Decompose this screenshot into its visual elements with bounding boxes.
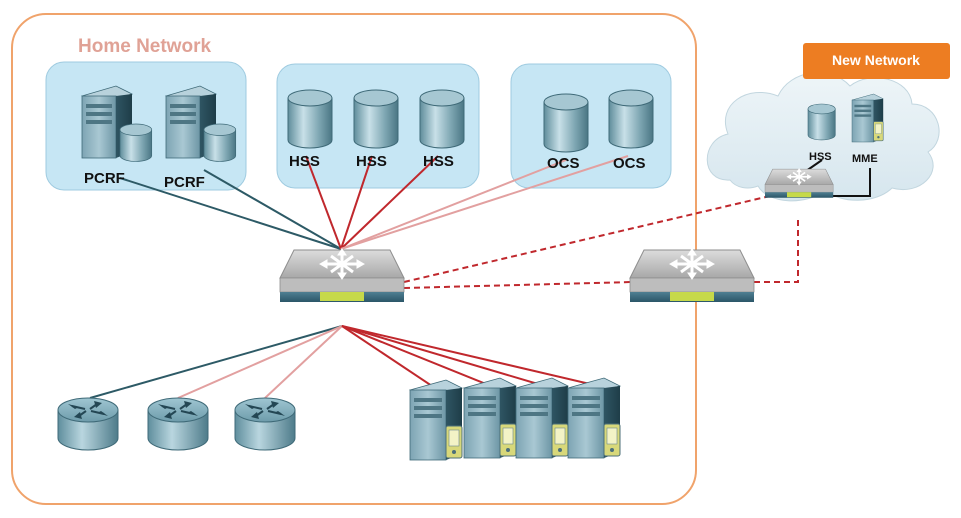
server-icon-1 <box>409 379 463 461</box>
hss-database-icon-2 <box>353 89 399 149</box>
core-switch-icon <box>278 247 406 304</box>
link-router-1 <box>89 325 343 399</box>
link-dashed-edge-to-cloud-switch <box>754 216 799 283</box>
link-ocs-1 <box>340 159 567 250</box>
new-network-hss-icon <box>807 103 836 141</box>
home-network-title: Home Network <box>78 36 211 57</box>
new-network-mme-label: MME <box>852 153 878 165</box>
link-router-2 <box>177 325 343 399</box>
hss-database-icon-3 <box>419 89 465 149</box>
new-network-tag <box>803 43 950 79</box>
new-network-mme-icon <box>851 93 884 143</box>
router-icon-2 <box>147 397 209 451</box>
link-cloud-mme <box>832 168 871 197</box>
pcrf-label-2: PCRF <box>164 174 205 191</box>
link-server-2 <box>341 325 487 385</box>
link-server-4 <box>341 325 591 385</box>
connection-lines <box>89 155 871 399</box>
hss-label-3: HSS <box>423 153 454 170</box>
hss-database-icon-1 <box>287 89 333 149</box>
edge-switch-icon <box>628 247 756 304</box>
link-pcrf-2 <box>203 169 342 250</box>
router-icon-1 <box>57 397 119 451</box>
cloud-switch-icon <box>764 167 835 199</box>
link-router-3 <box>264 325 343 399</box>
new-network-hss-label: HSS <box>809 151 832 163</box>
hss-label-1: HSS <box>289 153 320 170</box>
link-server-3 <box>341 325 539 385</box>
ocs-database-icon-2 <box>608 89 654 149</box>
link-pcrf-1 <box>119 177 342 250</box>
server-icon-3 <box>515 377 569 459</box>
link-ocs-2 <box>340 155 629 250</box>
link-hss-2 <box>340 155 373 250</box>
link-dashed-core-to-cloud-switch <box>403 195 771 283</box>
link-hss-3 <box>340 155 439 250</box>
link-hss-1 <box>305 155 342 250</box>
link-dashed-core-to-edge-switch <box>403 281 633 289</box>
new-network-title: New Network <box>832 52 920 68</box>
server-icon-4 <box>567 377 621 459</box>
ocs-label-1: OCS <box>547 155 580 172</box>
pcrf-label-1: PCRF <box>84 170 125 187</box>
router-icon-3 <box>234 397 296 451</box>
ocs-database-icon-1 <box>543 93 589 153</box>
hss-label-2: HSS <box>356 153 387 170</box>
link-server-1 <box>341 325 433 387</box>
ocs-label-2: OCS <box>613 155 646 172</box>
server-icon-2 <box>463 377 517 459</box>
